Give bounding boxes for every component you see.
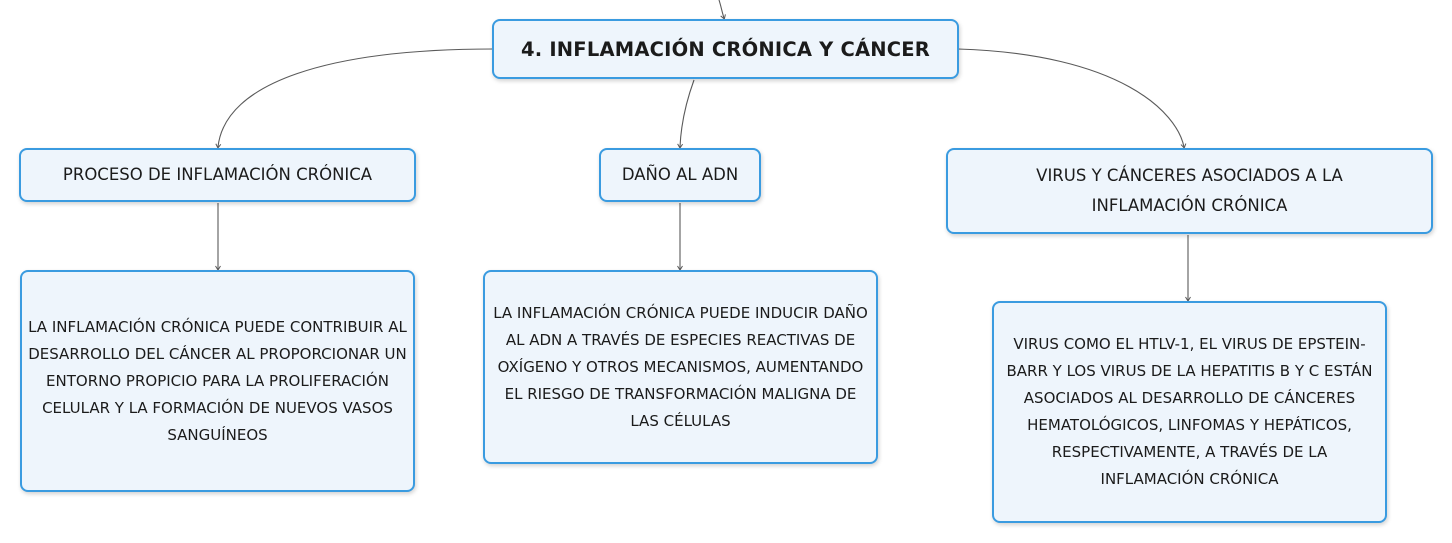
topic-node-virus-canceres[interactable]: VIRUS Y CÁNCERES ASOCIADOS A LA INFLAMAC… bbox=[946, 148, 1433, 234]
topic-node-dano-adn[interactable]: DAÑO AL ADN bbox=[599, 148, 761, 202]
detail-node-dano-adn[interactable]: LA INFLAMACIÓN CRÓNICA PUEDE INDUCIR DAÑ… bbox=[483, 270, 878, 464]
connector-parent-to-root bbox=[718, 0, 726, 20]
topic-label: PROCESO DE INFLAMACIÓN CRÓNICA bbox=[62, 165, 373, 184]
topic-label: DAÑO AL ADN bbox=[621, 165, 739, 184]
connector-root-to-dano bbox=[677, 79, 695, 149]
topic-label: VIRUS Y CÁNCERES ASOCIADOS A LA INFLAMAC… bbox=[1036, 166, 1343, 215]
detail-node-virus-canceres[interactable]: VIRUS COMO EL HTLV-1, EL VIRUS DE EPSTEI… bbox=[992, 301, 1387, 523]
detail-text: LA INFLAMACIÓN CRÓNICA PUEDE INDUCIR DAÑ… bbox=[493, 303, 868, 430]
root-topic-node[interactable]: 4. INFLAMACIÓN CRÓNICA Y CÁNCER bbox=[492, 19, 959, 79]
root-topic-label: 4. INFLAMACIÓN CRÓNICA Y CÁNCER bbox=[520, 37, 931, 61]
connector-root-to-virus bbox=[957, 48, 1187, 149]
detail-node-proceso-inflamacion[interactable]: LA INFLAMACIÓN CRÓNICA PUEDE CONTRIBUIR … bbox=[20, 270, 415, 492]
topic-node-proceso-inflamacion[interactable]: PROCESO DE INFLAMACIÓN CRÓNICA bbox=[19, 148, 416, 202]
detail-text: LA INFLAMACIÓN CRÓNICA PUEDE CONTRIBUIR … bbox=[28, 317, 407, 444]
detail-text: VIRUS COMO EL HTLV-1, EL VIRUS DE EPSTEI… bbox=[1006, 335, 1373, 488]
connector-root-to-proceso bbox=[215, 48, 494, 149]
